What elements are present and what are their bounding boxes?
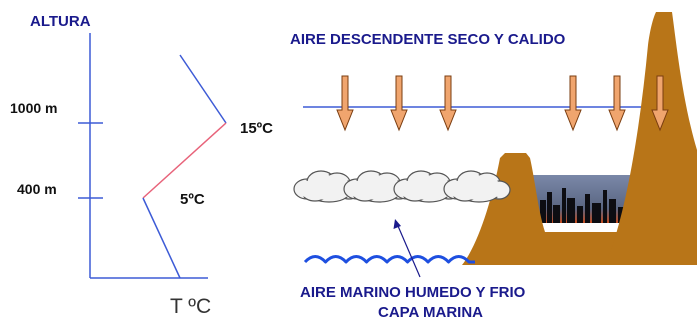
scene: AIRE DESCENDENTE SECO Y CALIDO: [290, 12, 697, 321]
city-haze: [530, 175, 630, 223]
right-mountain: [605, 12, 697, 265]
descending-air-arrow: [608, 75, 626, 132]
left-mountain: [462, 153, 660, 265]
marine-cloud-layer: [293, 170, 511, 203]
temperature-label-5: 5ºC: [180, 191, 205, 208]
marine-layer-label: CAPA MARINA: [378, 304, 483, 321]
temperature-axis-label: T ºC: [170, 295, 211, 318]
descending-air-arrow: [564, 75, 582, 132]
height-axis-label: ALTURA: [30, 13, 91, 30]
cloud: [443, 170, 511, 203]
descending-air-arrow: [439, 75, 457, 132]
descending-air-arrow: [390, 75, 408, 132]
descending-air-label: AIRE DESCENDENTE SECO Y CALIDO: [290, 31, 566, 48]
marine-air-label: AIRE MARINO HUMEDO Y FRIO: [300, 284, 526, 301]
cloud: [393, 170, 461, 203]
height-label-400: 400 m: [17, 181, 57, 197]
descending-air-arrow: [336, 75, 354, 132]
descending-air-arrow: [651, 75, 669, 132]
cloud: [343, 170, 411, 203]
temperature-profile: ALTURA 1000 m 400 m 15ºC 5ºC T ºC: [10, 13, 273, 318]
temperature-label-15: 15ºC: [240, 120, 273, 137]
sea-waves: [303, 255, 475, 264]
marine-air-pointer: [393, 219, 421, 278]
city-skyline: [540, 188, 624, 223]
height-label-1000: 1000 m: [10, 100, 57, 116]
profile-lower-segment: [142, 197, 181, 279]
profile-inversion-segment: [142, 122, 227, 199]
descending-air-arrows: [336, 75, 669, 132]
profile-upper-segment: [179, 54, 227, 124]
